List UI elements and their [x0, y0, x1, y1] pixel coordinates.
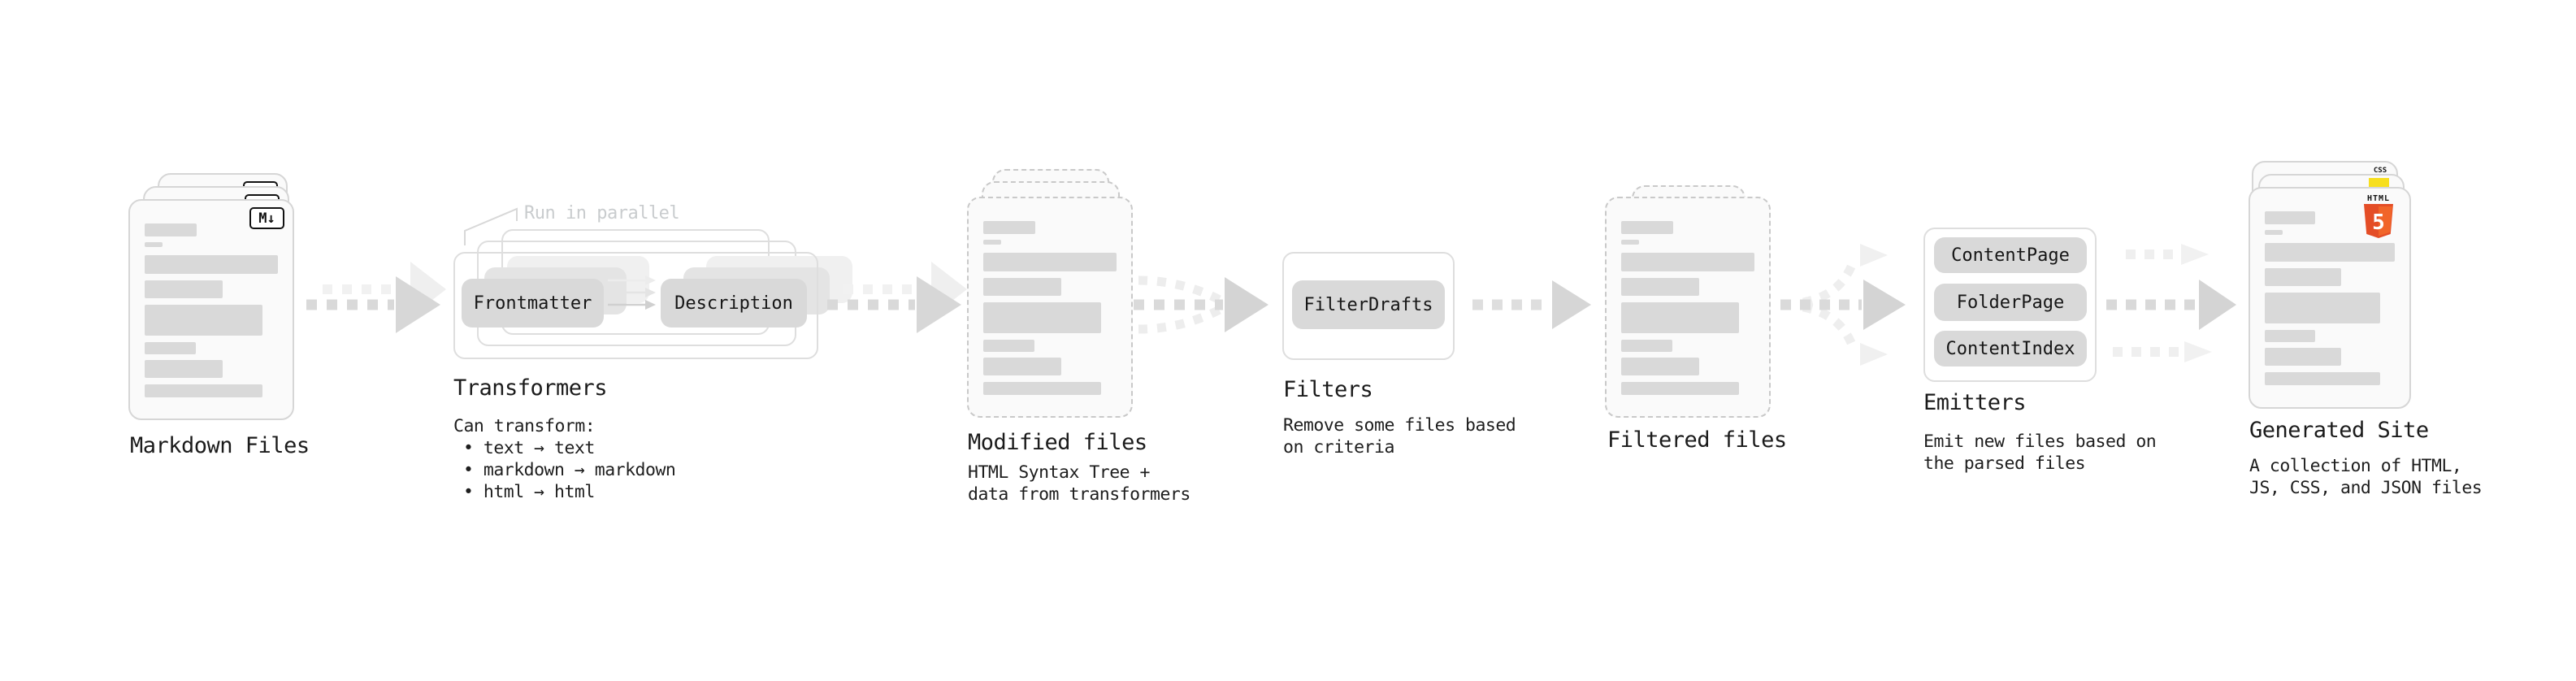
modified-files-label: Modified files	[968, 430, 1147, 455]
filtered-file-card-front	[1605, 197, 1771, 418]
markdown-files-label: Markdown Files	[130, 433, 310, 458]
doc-placeholder-lines	[969, 221, 1131, 395]
emitters-label: Emitters	[1923, 390, 2027, 415]
filtered-files-label: Filtered files	[1607, 427, 1787, 453]
filter-drafts-pill: FilterDrafts	[1292, 280, 1445, 329]
filters-caption: on criteria	[1283, 437, 1394, 458]
arrow-modified-to-filters	[1134, 275, 1268, 334]
arrows-frontmatter-to-description	[608, 275, 656, 310]
filters-caption: Remove some files based	[1283, 415, 1516, 436]
doc-placeholder-lines	[2250, 211, 2409, 385]
emitter-contentindex-pill: ContentIndex	[1934, 331, 2087, 367]
generated-site-caption: JS, CSS, and JSON files	[2249, 478, 2483, 498]
transformers-bullet: • markdown → markdown	[463, 460, 676, 480]
emitter-folderpage-pill: FolderPage	[1934, 284, 2087, 321]
emitters-caption: the parsed files	[1923, 453, 2086, 474]
generated-site-caption: A collection of HTML,	[2249, 456, 2462, 476]
markdown-icon: M↓	[249, 207, 284, 229]
arrow-transformers-to-modified	[827, 262, 967, 333]
arrow-filtered-to-emitters	[1780, 244, 1906, 366]
markdown-file-card-front: M↓	[128, 199, 294, 420]
modified-files-caption: data from transformers	[968, 484, 1190, 505]
emitters-box	[1923, 228, 2097, 382]
transformers-label: Transformers	[453, 375, 608, 401]
filters-label: Filters	[1283, 377, 1373, 402]
transformer-frontmatter-pill: Frontmatter	[462, 279, 604, 327]
doc-placeholder-lines	[1607, 221, 1769, 395]
run-in-parallel-callout-line	[464, 207, 518, 245]
filters-box	[1282, 252, 1455, 360]
transformer-description-pill: Description	[661, 279, 807, 327]
transformers-caption: Can transform:	[453, 416, 596, 436]
arrow-filters-to-filtered	[1472, 280, 1591, 329]
svg-text:5: 5	[2372, 210, 2385, 235]
transformers-bullet: • html → html	[463, 482, 595, 502]
html5-icon: HTML 5	[2361, 194, 2396, 238]
doc-placeholder-lines	[130, 223, 293, 397]
generated-site-label: Generated Site	[2249, 418, 2429, 443]
transformers-box-front	[453, 252, 818, 359]
emitters-caption: Emit new files based on	[1923, 432, 2157, 452]
run-in-parallel-annotation: Run in parallel	[524, 203, 680, 223]
emitter-contentpage-pill: ContentPage	[1934, 237, 2087, 273]
generated-file-card-front: HTML 5	[2249, 187, 2411, 409]
arrow-emitters-to-generated	[2106, 244, 2236, 362]
modified-files-caption: HTML Syntax Tree +	[968, 462, 1151, 483]
modified-file-card-front	[967, 197, 1133, 418]
arrow-markdown-to-transformers	[306, 262, 446, 333]
transformers-bullet: • text → text	[463, 438, 595, 458]
